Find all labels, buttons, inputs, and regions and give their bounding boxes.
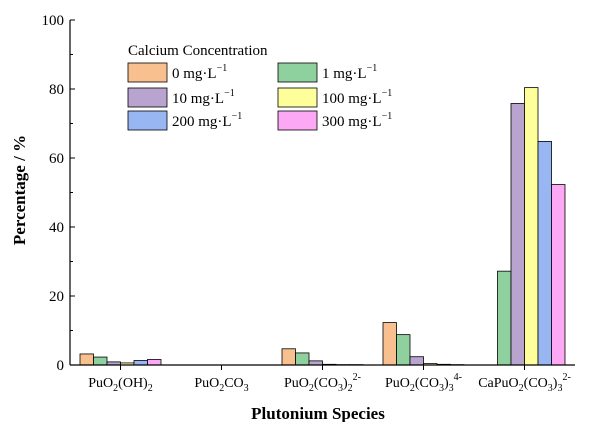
x-tick-label-part: 3 (244, 383, 249, 394)
bar-0-0 (79, 353, 94, 366)
x-tick-label-part: (CO (524, 376, 548, 391)
x-tick-label-part: (CO (415, 376, 439, 391)
bar-2-1 (295, 352, 310, 366)
y-tick-label: 40 (49, 220, 64, 236)
bar-3-0 (382, 322, 397, 366)
legend-swatch (277, 87, 318, 108)
x-tick-label-part: 3 (548, 383, 553, 394)
bar-4-2 (510, 103, 525, 366)
x-tick-label-part: ) (444, 376, 449, 391)
bars-layer (79, 87, 566, 366)
bar-3-1 (396, 334, 411, 366)
bar-0-1 (93, 356, 108, 366)
x-tick-label-part: 2- (562, 372, 570, 383)
x-tick-label-part: 3 (338, 383, 343, 394)
x-tick-label-part: 2 (309, 383, 314, 394)
legend-label: 1 mg·L−1 (322, 63, 377, 82)
x-tick-label-part: 4- (454, 372, 462, 383)
legend-label: 300 mg·L−1 (322, 111, 392, 130)
bar-3-2 (409, 356, 424, 366)
x-tick-label-part: ) (553, 376, 558, 391)
legend-label: 0 mg·L−1 (172, 63, 227, 82)
legend: Calcium Concentration 0 mg·L−1 1 mg·L−1 10 … (127, 43, 392, 131)
x-tick-label: PuO2(CO3)34- (385, 372, 462, 394)
legend-swatch (127, 87, 168, 108)
x-tick-label-part: ) (343, 376, 348, 391)
bar-0-4 (133, 360, 148, 366)
x-tick-label-part: CaPuO (478, 376, 518, 391)
x-tick-label-part: 3 (439, 383, 444, 394)
legend-swatch (277, 62, 318, 83)
x-tick-label-part: PuO (88, 376, 113, 391)
x-tick-label-part: 2 (113, 383, 118, 394)
x-tick-label-part: (OH) (118, 376, 148, 391)
legend-label: 100 mg·L−1 (322, 88, 392, 107)
legend-swatch (127, 62, 168, 83)
y-tick-label: 100 (42, 13, 65, 29)
bar-0-5 (147, 359, 162, 366)
x-tick-label-part: 2 (219, 383, 224, 394)
x-tick-label-part: 2 (148, 383, 153, 394)
x-tick-label: PuO2(CO3)22- (284, 372, 361, 394)
x-tick-label-part: 3 (449, 383, 454, 394)
x-tick-label-part: 3 (557, 383, 562, 394)
bar-2-0 (281, 348, 296, 366)
y-tick-label: 60 (49, 151, 64, 167)
bar-4-3 (524, 87, 539, 366)
legend-swatch (127, 110, 168, 131)
x-tick-label-part: CO (224, 376, 243, 391)
bar-2-2 (308, 360, 323, 366)
legend-swatch (277, 110, 318, 131)
x-tick-label-part: 2 (348, 383, 353, 394)
x-tick-label-part: (CO (314, 376, 338, 391)
x-tick-label: PuO2(OH)2 (88, 376, 152, 394)
x-tick-label: CaPuO2(CO3)32- (478, 372, 571, 394)
x-tick-label-part: PuO (284, 376, 309, 391)
x-tick-label-part: PuO (385, 376, 410, 391)
bar-4-4 (537, 141, 552, 366)
y-axis-label: Percentage / % (10, 135, 29, 245)
bar-4-1 (497, 270, 512, 366)
x-tick-label-part: PuO (194, 376, 219, 391)
x-tick-label-part: 2 (410, 383, 415, 394)
x-axis-label: Plutonium Species (251, 404, 385, 422)
legend-title: Calcium Concentration (128, 43, 268, 59)
bar-4-5 (551, 184, 566, 366)
y-tick-label: 80 (49, 82, 64, 98)
y-tick-label: 20 (49, 289, 64, 305)
legend-label: 200 mg·L−1 (172, 111, 242, 130)
x-tick-label: PuO2CO3 (194, 376, 248, 394)
legend-label: 10 mg·L−1 (172, 88, 235, 107)
x-tick-label-part: 2- (353, 372, 361, 383)
x-tick-label-part: 2 (519, 383, 524, 394)
y-tick-label: 0 (57, 358, 65, 374)
